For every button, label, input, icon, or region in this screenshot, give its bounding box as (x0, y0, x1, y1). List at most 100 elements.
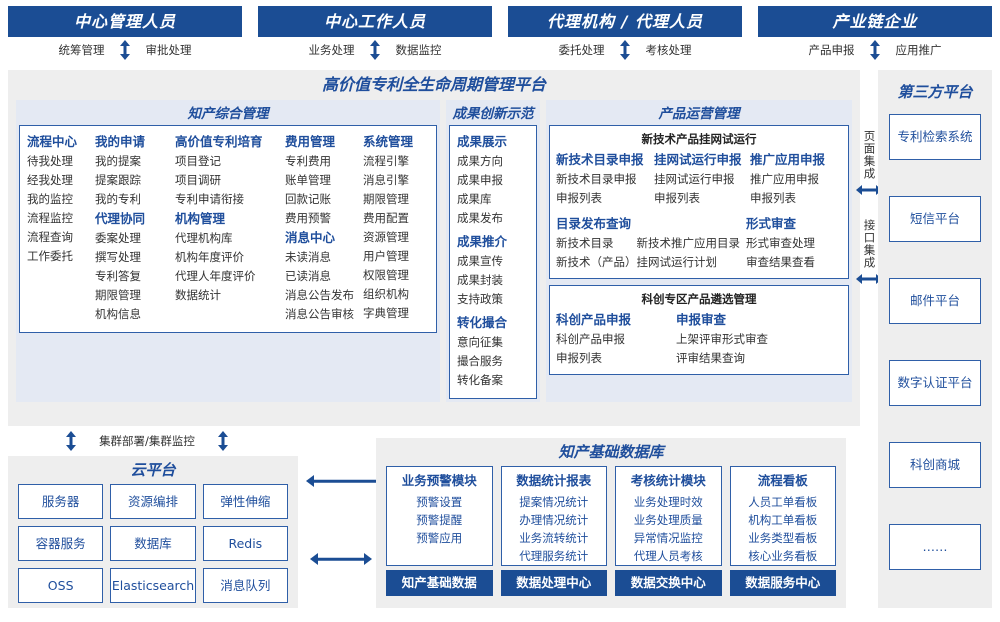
menu-item[interactable]: 回款记账 (285, 192, 331, 206)
menu-item[interactable]: 科创产品申报 (556, 332, 625, 346)
menu-item[interactable]: 推广应用申报 (750, 172, 819, 186)
cloud-service-item[interactable]: 消息队列 (202, 568, 288, 603)
menu-item[interactable]: 字典管理 (363, 306, 409, 320)
menu-item[interactable]: 待我处理 (27, 154, 73, 168)
menu-item[interactable]: 代理人员考核 (633, 549, 703, 563)
menu-item[interactable]: 项目调研 (175, 173, 221, 187)
cloud-service-item[interactable]: OSS (18, 568, 104, 603)
menu-item[interactable]: 资源管理 (363, 230, 409, 244)
cloud-service-item[interactable]: 弹性伸缩 (202, 484, 288, 519)
menu-item[interactable]: 委案处理 (95, 231, 141, 245)
menu-item[interactable]: 转化备案 (457, 373, 503, 387)
menu-item[interactable]: 上架评审形式审查 (676, 332, 768, 346)
menu-item[interactable]: 组织机构 (363, 287, 409, 301)
menu-item[interactable]: 成果发布 (457, 211, 503, 225)
menu-item[interactable]: 已读消息 (285, 269, 331, 283)
menu-item[interactable]: 代理人年度评价 (175, 269, 256, 283)
menu-item[interactable]: 成果封装 (457, 273, 503, 287)
menu-item[interactable]: 申报列表 (556, 191, 602, 205)
menu-item[interactable]: 流程查询 (27, 230, 73, 244)
menu-item[interactable]: 申报列表 (654, 191, 700, 205)
menu-item[interactable]: 专利答复 (95, 269, 141, 283)
menu-item[interactable]: 专利费用 (285, 154, 331, 168)
third-party-item[interactable]: 数字认证平台 (889, 360, 981, 406)
menu-item[interactable]: 意向征集 (457, 335, 503, 349)
menu-item[interactable]: 成果宣传 (457, 254, 503, 268)
menu-item[interactable]: 账单管理 (285, 173, 331, 187)
menu-item[interactable]: 费用配置 (363, 211, 409, 225)
menu-item[interactable]: 权限管理 (363, 268, 409, 282)
menu-item[interactable]: 预警设置 (416, 495, 463, 509)
cloud-service-item[interactable]: Redis (202, 526, 288, 561)
third-party-item[interactable]: 短信平台 (889, 196, 981, 242)
menu-item[interactable]: 期限管理 (95, 288, 141, 302)
menu-item[interactable]: 费用预警 (285, 211, 331, 225)
cloud-service-item[interactable]: 数据库 (110, 526, 196, 561)
menu-item[interactable]: 我的监控 (27, 192, 73, 206)
third-party-item[interactable]: 邮件平台 (889, 278, 981, 324)
menu-item[interactable]: 业务类型看板 (748, 531, 818, 545)
database-footer-badge[interactable]: 数据服务中心 (729, 570, 836, 596)
menu-item[interactable]: 办理情况统计 (519, 513, 589, 527)
menu-item[interactable]: 新技术目录 新技术推广应用目录 (556, 236, 740, 250)
menu-item[interactable]: 消息引擎 (363, 173, 409, 187)
menu-item[interactable]: 人员工单看板 (748, 495, 818, 509)
menu-item[interactable]: 挂网试运行申报 (654, 172, 735, 186)
database-footer-badge[interactable]: 数据处理中心 (500, 570, 607, 596)
menu-item[interactable]: 代理服务统计 (519, 549, 589, 563)
menu-item[interactable]: 期限管理 (363, 192, 409, 206)
menu-item[interactable]: 用户管理 (363, 249, 409, 263)
menu-item[interactable]: 成果方向 (457, 154, 503, 168)
menu-item[interactable]: 我的提案 (95, 154, 141, 168)
third-party-item[interactable]: 科创商城 (889, 442, 981, 488)
menu-item[interactable]: 业务处理时效 (633, 495, 703, 509)
third-party-item[interactable]: 专利检索系统 (889, 114, 981, 160)
actor-card[interactable]: 产业链企业 产品申报 应用推广 (758, 6, 992, 64)
actor-card[interactable]: 代理机构 / 代理人员 委托处理 考核处理 (508, 6, 742, 64)
menu-item[interactable]: 评审结果查询 (676, 351, 745, 365)
cloud-service-item[interactable]: 资源编排 (110, 484, 196, 519)
menu-item[interactable]: 业务处理质量 (633, 513, 703, 527)
menu-item[interactable]: 经我处理 (27, 173, 73, 187)
database-footer-badge[interactable]: 知产基础数据 (386, 570, 493, 596)
menu-item[interactable]: 提案情况统计 (519, 495, 589, 509)
menu-item[interactable]: 形式审查处理 (746, 236, 815, 250)
menu-item[interactable]: 撮合服务 (457, 354, 503, 368)
menu-item[interactable]: 消息公告发布 (285, 288, 354, 302)
menu-item[interactable]: 数据统计 (175, 288, 221, 302)
menu-item[interactable]: 未读消息 (285, 250, 331, 264)
menu-item[interactable]: 机构工单看板 (748, 513, 818, 527)
third-party-item[interactable]: …… (889, 524, 981, 570)
menu-item[interactable]: 申报列表 (750, 191, 796, 205)
menu-item[interactable]: 业务流转统计 (519, 531, 589, 545)
menu-item[interactable]: 提案跟踪 (95, 173, 141, 187)
menu-item[interactable]: 预警应用 (416, 531, 463, 545)
menu-item[interactable]: 我的专利 (95, 192, 141, 206)
menu-item[interactable]: 核心业务看板 (748, 549, 818, 563)
menu-item[interactable]: 支持政策 (457, 292, 503, 306)
menu-item[interactable]: 项目登记 (175, 154, 221, 168)
menu-item[interactable]: 专利申请衔接 (175, 192, 244, 206)
actor-card[interactable]: 中心工作人员 业务处理 数据监控 (258, 6, 492, 64)
menu-item[interactable]: 申报列表 (556, 351, 602, 365)
cloud-service-item[interactable]: 服务器 (18, 484, 104, 519)
menu-item[interactable]: 工作委托 (27, 249, 73, 263)
menu-item[interactable]: 异常情况监控 (633, 531, 703, 545)
menu-item[interactable]: 流程监控 (27, 211, 73, 225)
cloud-service-item[interactable]: Elasticsearch (110, 568, 196, 603)
menu-item[interactable]: 机构年度评价 (175, 250, 244, 264)
menu-item[interactable]: 消息公告审核 (285, 307, 354, 321)
menu-item[interactable]: 机构信息 (95, 307, 141, 321)
menu-item[interactable]: 撰写处理 (95, 250, 141, 264)
actor-card[interactable]: 中心管理人员 统筹管理 审批处理 (8, 6, 242, 64)
menu-item[interactable]: 成果库 (457, 192, 492, 206)
database-footer-badge[interactable]: 数据交换中心 (615, 570, 722, 596)
menu-item[interactable]: 新技术（产品）挂网试运行计划 (556, 255, 717, 269)
menu-item[interactable]: 新技术目录申报 (556, 172, 637, 186)
menu-item[interactable]: 审查结果查看 (746, 255, 815, 269)
menu-item[interactable]: 成果申报 (457, 173, 503, 187)
menu-item[interactable]: 代理机构库 (175, 231, 233, 245)
menu-item[interactable]: 流程引擎 (363, 154, 409, 168)
menu-item[interactable]: 预警提醒 (416, 513, 463, 527)
cloud-service-item[interactable]: 容器服务 (18, 526, 104, 561)
